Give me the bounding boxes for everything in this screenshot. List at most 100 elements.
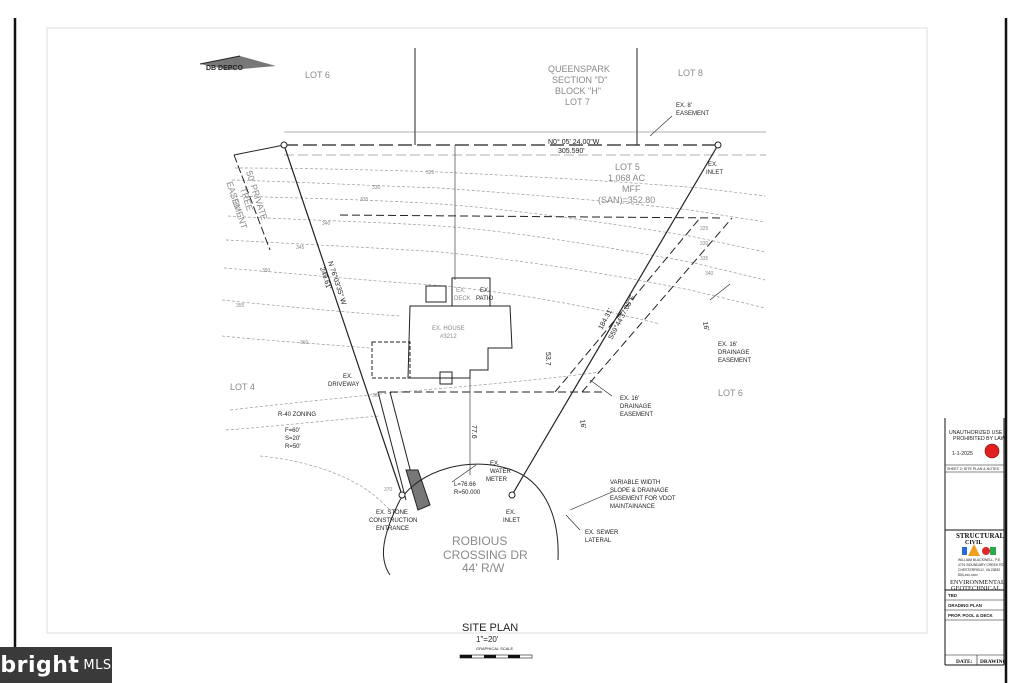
ex-8-easement-1: EX. 8' (676, 103, 692, 109)
corner-markers (280, 141, 722, 499)
lot5-line-1: LOT 5 (615, 162, 640, 172)
contour-lines (221, 167, 766, 511)
ex-8-easement-2: EASEMENT (676, 111, 709, 117)
water-meter-2: WATER (490, 469, 512, 475)
top-bearing: N0° 05' 24.00"W (548, 138, 600, 146)
svg-text:340: 340 (322, 221, 331, 227)
sewer-1: EX. SEWER (585, 530, 619, 536)
queenspark-line-4: LOT 7 (565, 97, 590, 107)
brand-name: bright (0, 652, 80, 678)
stone-entrance-2: CONSTRUCTION (369, 518, 417, 524)
svg-text:355: 355 (236, 303, 245, 309)
lot-6-right: LOT 6 (718, 388, 743, 398)
svg-text:325: 325 (426, 170, 435, 176)
top-distance: 305.590' (558, 148, 585, 155)
svg-text:345: 345 (296, 245, 305, 251)
contour-labels: 325 330 335 340 345 350 355 360 365 370 … (236, 170, 714, 493)
curve-length: L=76.66 (454, 482, 477, 488)
lot-6-top: LOT 6 (305, 70, 330, 80)
firm-logo (962, 544, 996, 556)
bright-mls-watermark: bright MLS (0, 647, 112, 683)
svg-text:360: 360 (300, 340, 309, 346)
ex-drainage-mid-1: EX. 16' (620, 396, 639, 402)
svg-text:325: 325 (700, 226, 709, 232)
date-label: DATE: (956, 659, 973, 665)
logo-text: DB DEPCO (206, 65, 244, 72)
zoning-1: R-40 ZONING (278, 412, 316, 418)
svg-text:330: 330 (372, 185, 381, 191)
firm-environmental: ENVIRONMENTAL (950, 579, 1005, 586)
firm-line-4: 804-xxx-xxxx (958, 573, 978, 577)
svg-text:330: 330 (700, 241, 709, 247)
stone-entrance-3: ENTRANCE (376, 526, 409, 532)
queenspark-line-1: QUEENSPARK (548, 64, 610, 74)
variable-easement-2: SLOPE & DRAINAGE (610, 488, 669, 494)
graphical-scale-bar (459, 654, 533, 659)
property-lines (233, 48, 766, 496)
road-name-1: ROBIOUS (452, 534, 507, 548)
brand-suffix: MLS (83, 657, 112, 673)
firm-structural: STRUCTURAL (956, 532, 1005, 540)
stamp-date: 1-1-2025 (952, 451, 973, 457)
firm-civil: CIVIL (965, 540, 982, 546)
lot5-line-3: MFF (622, 184, 641, 194)
variable-easement-4: MAINTAINANCE (610, 504, 655, 510)
plan-scale: 1"=20' (476, 635, 499, 644)
water-meter-3: METER (486, 477, 508, 483)
ex-deck-2: DECK (454, 296, 471, 302)
svg-text:350: 350 (262, 268, 271, 274)
drawing-label: DRAWING (980, 659, 1007, 665)
ex-drainage-right-3: EASEMENT (718, 358, 751, 364)
viewport-frame (46, 27, 928, 634)
leader-lines (451, 115, 731, 531)
ex-house-1: EX. HOUSE (432, 326, 465, 332)
title-block: UNAUTHORIZED USE PROHIBITED BY LAW 1-1-2… (944, 418, 1007, 666)
firm-line-2: 4701 BOUNDARY CREEK RD (958, 563, 1005, 567)
lot-4-label: LOT 4 (230, 382, 255, 392)
tree-easement-dim: 50' (230, 198, 242, 211)
curve-radius: R=50.000 (454, 490, 481, 496)
ex-driveway-2: DRIVEWAY (328, 382, 359, 388)
ex-patio-2: PATIO (476, 296, 493, 302)
ex-inlet-bottom-2: INLET (503, 518, 520, 524)
zoning-3: S=20' (285, 436, 300, 442)
firm-line-3: CHESTERFIELD, VA 23832 (958, 568, 1000, 572)
grading-plan-field: GRADING PLAN (948, 603, 982, 608)
driveway-road (377, 391, 559, 576)
ex-driveway-1: EX. (343, 374, 353, 380)
ex-deck-1: EX. (456, 288, 466, 294)
road-name-2: CROSSING DR (443, 548, 528, 562)
svg-text:335: 335 (360, 197, 369, 203)
ex-inlet-top-2: INLET (706, 170, 723, 176)
ex-inlet-top-1: EX. (708, 162, 718, 168)
project-field: PROP. POOL & DECK (948, 613, 994, 618)
firm-line-1: WILLIAM BLACKWELL, P.E. (958, 558, 1001, 562)
queenspark-line-3: BLOCK "H" (555, 86, 601, 96)
zoning-4: R=50' (285, 444, 301, 450)
ex-inlet-bottom-1: EX. (506, 510, 516, 516)
ex-drainage-right-1: EX. 16' (718, 342, 737, 348)
dim-77-6: 77.6 (470, 425, 477, 439)
ex-house-2: #3212 (440, 334, 457, 340)
graphical-scale-caption: GRAPHICAL SCALE (476, 646, 514, 651)
red-stamp-dot (984, 443, 1000, 459)
north-arrow-logo: DB DEPCO (199, 55, 276, 72)
variable-easement-3: EASEMENT FOR VDOT (610, 496, 676, 502)
site-plan-title: SITE PLAN (462, 622, 518, 634)
queenspark-line-2: SECTION "D" (552, 75, 607, 85)
road-row: 44' R/W (462, 561, 505, 575)
tbd-field: TBD (948, 593, 957, 598)
firm-geotechnical: GEOTECHNICAL (951, 585, 1000, 592)
lot5-line-4: (SAN)=352.80 (598, 195, 655, 205)
existing-house (371, 277, 513, 385)
dim-16-mid: 16' (578, 419, 586, 429)
stamp-line-2: PROHIBITED BY LAW (953, 436, 1006, 442)
svg-text:340: 340 (705, 271, 714, 277)
water-meter-1: EX. (490, 461, 500, 467)
sewer-2: LATERAL (585, 538, 612, 544)
stamp-line-1: UNAUTHORIZED USE (949, 430, 1003, 436)
zoning-2: F=60' (285, 428, 300, 434)
svg-text:365: 365 (372, 393, 381, 399)
ex-drainage-mid-3: EASEMENT (620, 412, 653, 418)
